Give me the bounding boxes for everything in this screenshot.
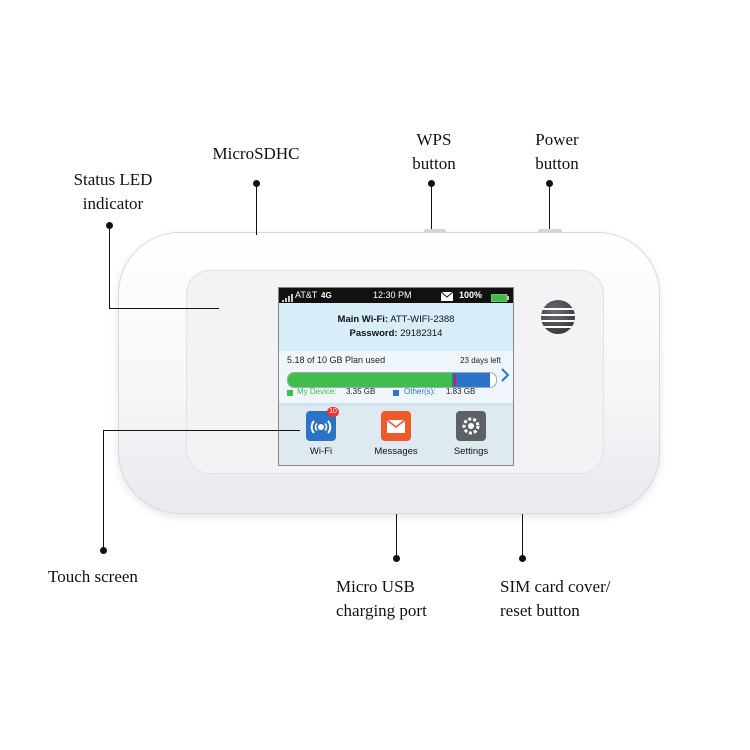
message-envelope-icon — [440, 291, 454, 301]
status-time: 12:30 PM — [373, 290, 412, 300]
my-device-value: 3.35 GB — [346, 387, 376, 396]
password-label: Password: — [349, 328, 398, 339]
touch-screen-dot — [100, 547, 107, 554]
touch-screen-leader-v — [103, 430, 104, 550]
battery-icon — [490, 292, 509, 303]
power-button-nub — [538, 229, 562, 233]
micro-usb-label-line1: Micro USB — [336, 577, 415, 596]
messages-app-label: Messages — [374, 446, 418, 457]
att-globe-logo — [541, 300, 575, 334]
sim-cover-leader — [522, 514, 523, 558]
wps-label: WPS button — [398, 128, 470, 176]
wifi-badge: 10 — [327, 407, 339, 417]
micro-usb-label: Micro USB charging port — [336, 575, 427, 623]
main-wifi-label: Main Wi-Fi: — [337, 314, 389, 325]
my-device-swatch — [287, 390, 293, 396]
usage-chevron-icon[interactable] — [500, 368, 510, 382]
power-label-line2: button — [535, 154, 579, 173]
micro-usb-leader — [396, 514, 397, 558]
others-label: Other(s): — [404, 387, 436, 396]
wifi-app-label: Wi-Fi — [309, 446, 333, 457]
usage-fill-others — [452, 373, 490, 387]
messages-app-icon[interactable] — [381, 411, 411, 441]
signal-icon — [282, 292, 293, 302]
password-row: Password: 29182314 — [279, 327, 513, 341]
wifi-info-panel: Main Wi-Fi: ATT-WIFI-2388 Password: 2918… — [279, 303, 513, 351]
carrier-name: AT&T — [295, 290, 318, 300]
touch-screen-label-text: Touch screen — [48, 567, 138, 586]
status-led-leader-v — [109, 225, 110, 308]
micro-usb-label-line2: charging port — [336, 601, 427, 620]
plan-used-text: 5.18 of 10 GB Plan used — [287, 355, 386, 365]
power-label: Power button — [518, 128, 596, 176]
usage-progress-bar — [287, 372, 497, 388]
micro-usb-dot — [393, 555, 400, 562]
settings-app-label: Settings — [453, 446, 489, 457]
sim-cover-label-line2: reset button — [500, 601, 580, 620]
status-bar: AT&T 4G 12:30 PM 100% — [279, 288, 513, 303]
others-value: 1.83 GB — [446, 387, 476, 396]
touch-screen[interactable]: AT&T 4G 12:30 PM 100% Main Wi-Fi: ATT-WI… — [278, 287, 514, 466]
status-led-label-line1: Status LED — [73, 170, 153, 189]
status-led-leader-h — [109, 308, 219, 309]
power-label-line1: Power — [535, 130, 579, 149]
others-swatch — [393, 390, 399, 396]
microsdhc-label-text: MicroSDHC — [212, 144, 300, 163]
settings-app-icon[interactable] — [456, 411, 486, 441]
touch-screen-leader-h — [103, 430, 300, 431]
wps-label-line1: WPS — [416, 130, 452, 149]
touch-screen-label: Touch screen — [48, 565, 138, 589]
wps-label-line2: button — [412, 154, 456, 173]
sim-cover-label-line1: SIM card cover/ — [500, 577, 611, 596]
battery-percent: 100% — [459, 290, 483, 300]
main-wifi-row: Main Wi-Fi: ATT-WIFI-2388 — [279, 313, 513, 327]
microsdhc-label: MicroSDHC — [198, 142, 314, 166]
usage-fill-my-device — [288, 373, 452, 387]
status-led-label: Status LED indicator — [56, 168, 170, 216]
wps-leader — [431, 183, 432, 229]
status-led-label-line2: indicator — [82, 194, 144, 213]
power-leader — [549, 183, 550, 229]
app-tray: 10 Wi-Fi Messages Settings — [279, 406, 513, 465]
microsdhc-leader — [256, 183, 257, 235]
network-type: 4G — [321, 291, 332, 300]
days-left-text: 23 days left — [460, 356, 501, 365]
my-device-label: My Device: — [297, 387, 337, 396]
sim-cover-dot — [519, 555, 526, 562]
main-wifi-value: ATT-WIFI-2388 — [390, 314, 455, 325]
password-value: 29182314 — [400, 328, 443, 339]
wifi-app-icon[interactable] — [306, 411, 336, 441]
plan-limit-marker — [454, 374, 456, 386]
sim-cover-label: SIM card cover/ reset button — [500, 575, 610, 623]
wps-button-nub — [424, 229, 446, 233]
